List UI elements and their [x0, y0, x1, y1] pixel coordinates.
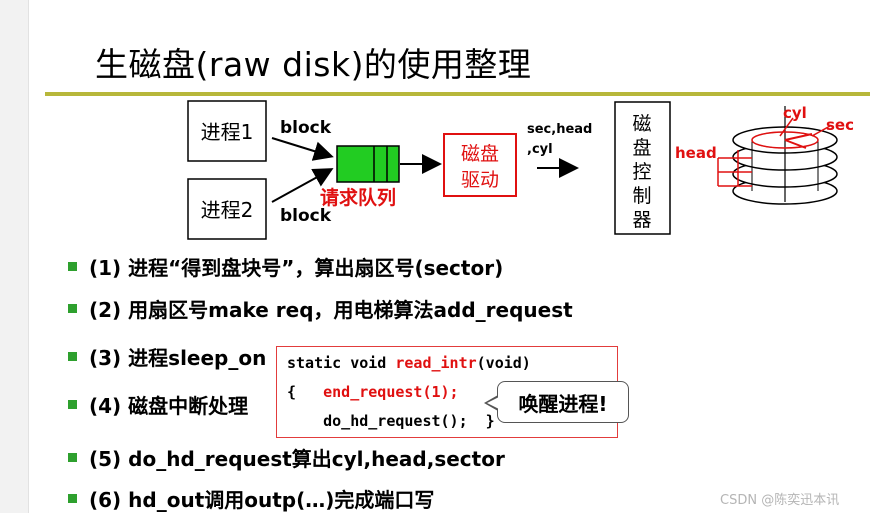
bullet-2: (2) 用扇区号make req，用电梯算法add_request [68, 294, 573, 323]
controller-char-3: 控 [632, 161, 651, 183]
callout-tail-fill [487, 397, 499, 409]
process1-label: 进程1 [201, 120, 254, 144]
controller-char-1: 磁 [632, 113, 651, 135]
bullet-text: (2) 用扇区号make req，用电梯算法add_request [89, 298, 573, 322]
process1-box [187, 100, 267, 162]
sector-marker [784, 133, 813, 149]
code-end-request: end_request(1); [323, 383, 459, 401]
bullet-1: (1) 进程“得到盘块号”，算出扇区号(sector) [68, 252, 503, 281]
cylinder-outline [751, 131, 819, 149]
disk-driver-label-1: 磁盘 [461, 143, 499, 165]
params-label-1: sec,head [527, 122, 592, 137]
block-label-top: block [280, 118, 332, 138]
sec-pointer [811, 125, 831, 137]
arrow-process2-to-queue [271, 168, 334, 203]
bullet-text: (3) 进程sleep_on [89, 346, 267, 370]
process2-box [187, 178, 267, 240]
bullet-square [68, 352, 77, 361]
left-margin [0, 0, 28, 513]
head-label: head [675, 144, 717, 162]
wake-process-callout: 唤醒进程! [497, 381, 629, 423]
controller-char-4: 制 [632, 185, 651, 207]
code-keyword: static void [287, 354, 396, 372]
bullet-square [68, 453, 77, 462]
sec-label: sec [826, 116, 854, 134]
bullet-text: (1) 进程“得到盘块号”，算出扇区号(sector) [89, 256, 504, 280]
params-label-2: ,cyl [527, 142, 553, 157]
bullet-4: (4) 磁盘中断处理 [68, 390, 248, 419]
code-function-name: read_intr [395, 354, 477, 372]
left-margin-line [28, 0, 29, 513]
bullet-5: (5) do_hd_request算出cyl,head,sector [68, 443, 505, 472]
queue-label: 请求队列 [320, 186, 396, 209]
head-connectors [717, 150, 752, 187]
bullet-square [68, 262, 77, 271]
disk-flow-diagram: 进程1 进程2 block block 请求队列 磁盘 驱动 sec,head … [187, 100, 854, 240]
bullet-6: (6) hd_out调用outp(…)完成端口写 [68, 484, 434, 513]
cyl-label: cyl [783, 104, 807, 122]
code-params: (void) [476, 354, 531, 372]
block-label-bottom: block [280, 206, 332, 226]
bullet-square [68, 494, 77, 503]
code-line-2: { end_request(1); [287, 378, 617, 407]
disk-controller-box [614, 101, 671, 235]
request-queue [336, 145, 400, 183]
bullet-square [68, 400, 77, 409]
watermark: CSDN @陈奕迅本讯 [720, 493, 840, 508]
cyl-pointer [779, 117, 794, 137]
title-rule [45, 92, 870, 96]
process2-label: 进程2 [201, 198, 254, 222]
arrow-process1-to-queue [271, 137, 334, 161]
bullet-text: (4) 磁盘中断处理 [89, 394, 249, 418]
bullet-3: (3) 进程sleep_on [68, 342, 266, 371]
code-brace: { [287, 383, 324, 401]
code-line-1: static void read_intr(void) [287, 349, 617, 378]
controller-char-5: 器 [632, 209, 651, 231]
code-line-3: do_hd_request(); } [287, 412, 495, 430]
bullet-text: (6) hd_out调用outp(…)完成端口写 [89, 488, 435, 512]
bullet-text: (5) do_hd_request算出cyl,head,sector [89, 447, 505, 471]
disk-driver-label-2: 驱动 [461, 169, 499, 191]
controller-char-2: 盘 [632, 137, 651, 159]
page-title: 生磁盘(raw disk)的使用整理 [95, 45, 532, 84]
bullet-square [68, 304, 77, 313]
disk-driver-box [443, 133, 517, 197]
